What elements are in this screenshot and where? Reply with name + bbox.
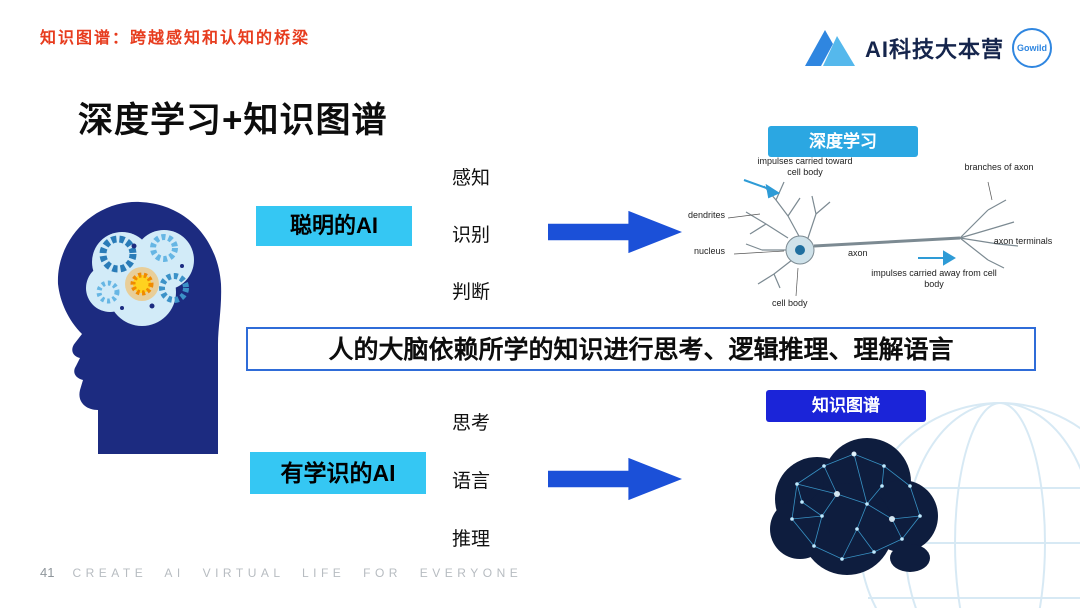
brain-network-illustration [770, 438, 938, 575]
neuron-label-impulses-away: impulses carried away from cell body [871, 268, 997, 289]
list-item: 思考 [452, 413, 491, 434]
neuron-label-axon-terminals: axon terminals [993, 236, 1053, 246]
neuron-label-axon: axon [848, 248, 868, 258]
list-item: 推理 [452, 529, 491, 550]
neuron-label-nucleus: nucleus [694, 246, 726, 256]
footer: 41 CREATE AI VIRTUAL LIFE FOR EVERYONE [40, 565, 522, 580]
footer-tagline: CREATE AI VIRTUAL LIFE FOR EVERYONE [72, 566, 523, 580]
list-item: 判断 [452, 282, 491, 303]
neuron-label-cell-body: cell body [772, 298, 808, 308]
logo-group: AI科技大本营 Gowild [803, 28, 1052, 68]
list-item: 感知 [452, 168, 491, 189]
gowild-badge-icon: Gowild [1012, 28, 1052, 68]
cognition-list: 思考 语言 推理 [452, 408, 490, 551]
page-title: 深度学习+知识图谱 [78, 101, 388, 140]
logo-text: AI科技大本营 [864, 37, 1004, 62]
banner-text: 人的大脑依赖所学的知识进行思考、逻辑推理、理解语言 [246, 327, 1036, 371]
list-item: 语言 [452, 471, 491, 492]
page-number: 41 [40, 565, 55, 580]
perception-list: 感知 识别 判断 [452, 163, 490, 304]
list-item: 识别 [452, 225, 491, 246]
header-title: 知识图谱：跨越感知和认知的桥梁 [40, 30, 311, 47]
deep-learning-label: 深度学习 [768, 126, 918, 157]
knowledge-graph-label: 知识图谱 [766, 390, 926, 422]
neuron-label-impulses-toward: impulses carried toward cell body [757, 156, 853, 177]
right-arrow-icon [548, 457, 682, 501]
neuron-label-dendrites: dendrites [688, 210, 726, 220]
neuron-drawing-icon [727, 179, 1019, 297]
neuron-diagram: impulses carried toward cell body branch… [688, 156, 1060, 324]
right-arrow-icon [548, 210, 682, 254]
head-gears-illustration [57, 201, 222, 454]
brand-logo-icon [804, 30, 855, 66]
learned-ai-label: 有学识的AI [250, 452, 426, 494]
neuron-label-branches: branches of axon [964, 162, 1034, 172]
smart-ai-label: 聪明的AI [256, 206, 412, 246]
